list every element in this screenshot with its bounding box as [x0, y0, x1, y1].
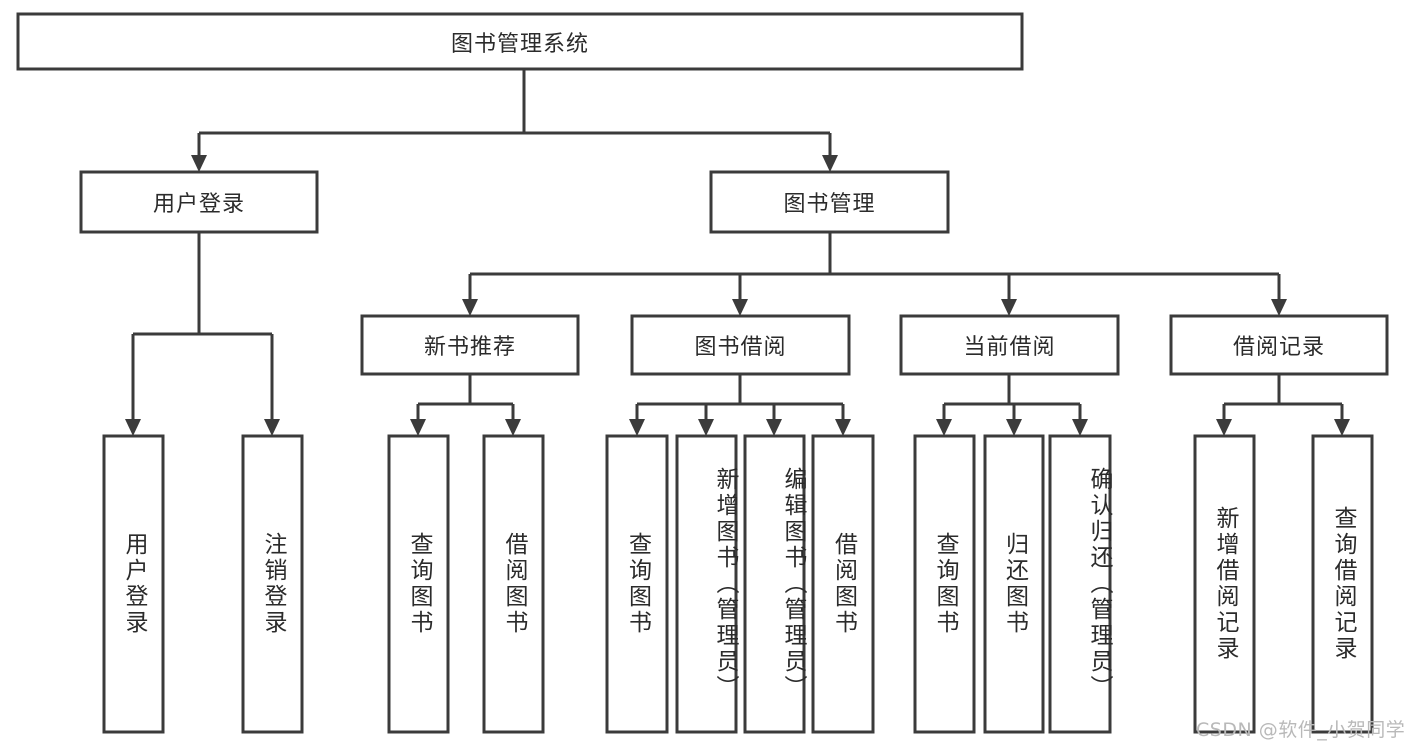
leaf-box-leaf-query-book-1[interactable] [387, 434, 450, 734]
arrow-head-bm-to-new-book [462, 299, 478, 316]
arrow-head-bb-to-leaf2 [698, 419, 714, 436]
leaf-box-leaf-query-record[interactable] [1311, 434, 1374, 734]
arrow-head-new-book-to-leaf1 [410, 419, 426, 436]
arrow-head-cb-to-leaf1 [936, 419, 952, 436]
leaf-box-leaf-add-record[interactable] [1193, 434, 1256, 734]
node-box-user-login[interactable] [79, 170, 319, 234]
arrow-head-bb-to-leaf4 [835, 419, 851, 436]
arrow-head-br-to-leaf1 [1216, 419, 1232, 436]
connector-layer [125, 69, 1350, 436]
leaf-box-leaf-borrow-book-1[interactable] [482, 434, 545, 734]
leaf-box-leaf-edit-book[interactable] [743, 434, 806, 734]
node-box-new-book-recommend[interactable] [360, 314, 580, 376]
arrow-head-user-login-to-leaf2 [264, 419, 280, 436]
arrow-head-br-to-leaf2 [1334, 419, 1350, 436]
arrow-head-user-login-to-leaf1 [125, 419, 141, 436]
leaf-box-leaf-add-book[interactable] [675, 434, 738, 734]
leaf-box-leaf-user-login[interactable] [102, 434, 165, 734]
arrow-head-root-to-user-login [191, 155, 207, 172]
arrow-head-new-book-to-leaf2 [505, 419, 521, 436]
leaf-box-leaf-query-book-2[interactable] [605, 434, 669, 734]
arrow-head-cb-to-leaf2 [1006, 419, 1022, 436]
node-box-current-borrow[interactable] [899, 314, 1120, 376]
node-box-book-borrow[interactable] [630, 314, 851, 376]
node-box-borrow-record[interactable] [1169, 314, 1389, 376]
arrow-head-bm-to-book-borrow [732, 299, 748, 316]
leaf-box-leaf-confirm-return[interactable] [1048, 434, 1112, 734]
node-box-root[interactable] [16, 12, 1024, 71]
arrow-head-bb-to-leaf3 [766, 419, 782, 436]
leaf-box-leaf-return-book[interactable] [983, 434, 1045, 734]
arrow-head-bm-to-borrow-record [1271, 299, 1287, 316]
leaf-box-leaf-borrow-book-2[interactable] [811, 434, 875, 734]
arrow-head-bm-to-current-borrow [1001, 299, 1017, 316]
leaf-box-leaf-logout[interactable] [241, 434, 304, 734]
node-box-layer [16, 12, 1389, 734]
arrow-head-bb-to-leaf1 [629, 419, 645, 436]
leaf-box-leaf-query-book-3[interactable] [913, 434, 976, 734]
node-box-book-management[interactable] [709, 170, 950, 234]
arrow-head-root-to-book-management [822, 155, 838, 172]
arrow-head-cb-to-leaf3 [1072, 419, 1088, 436]
